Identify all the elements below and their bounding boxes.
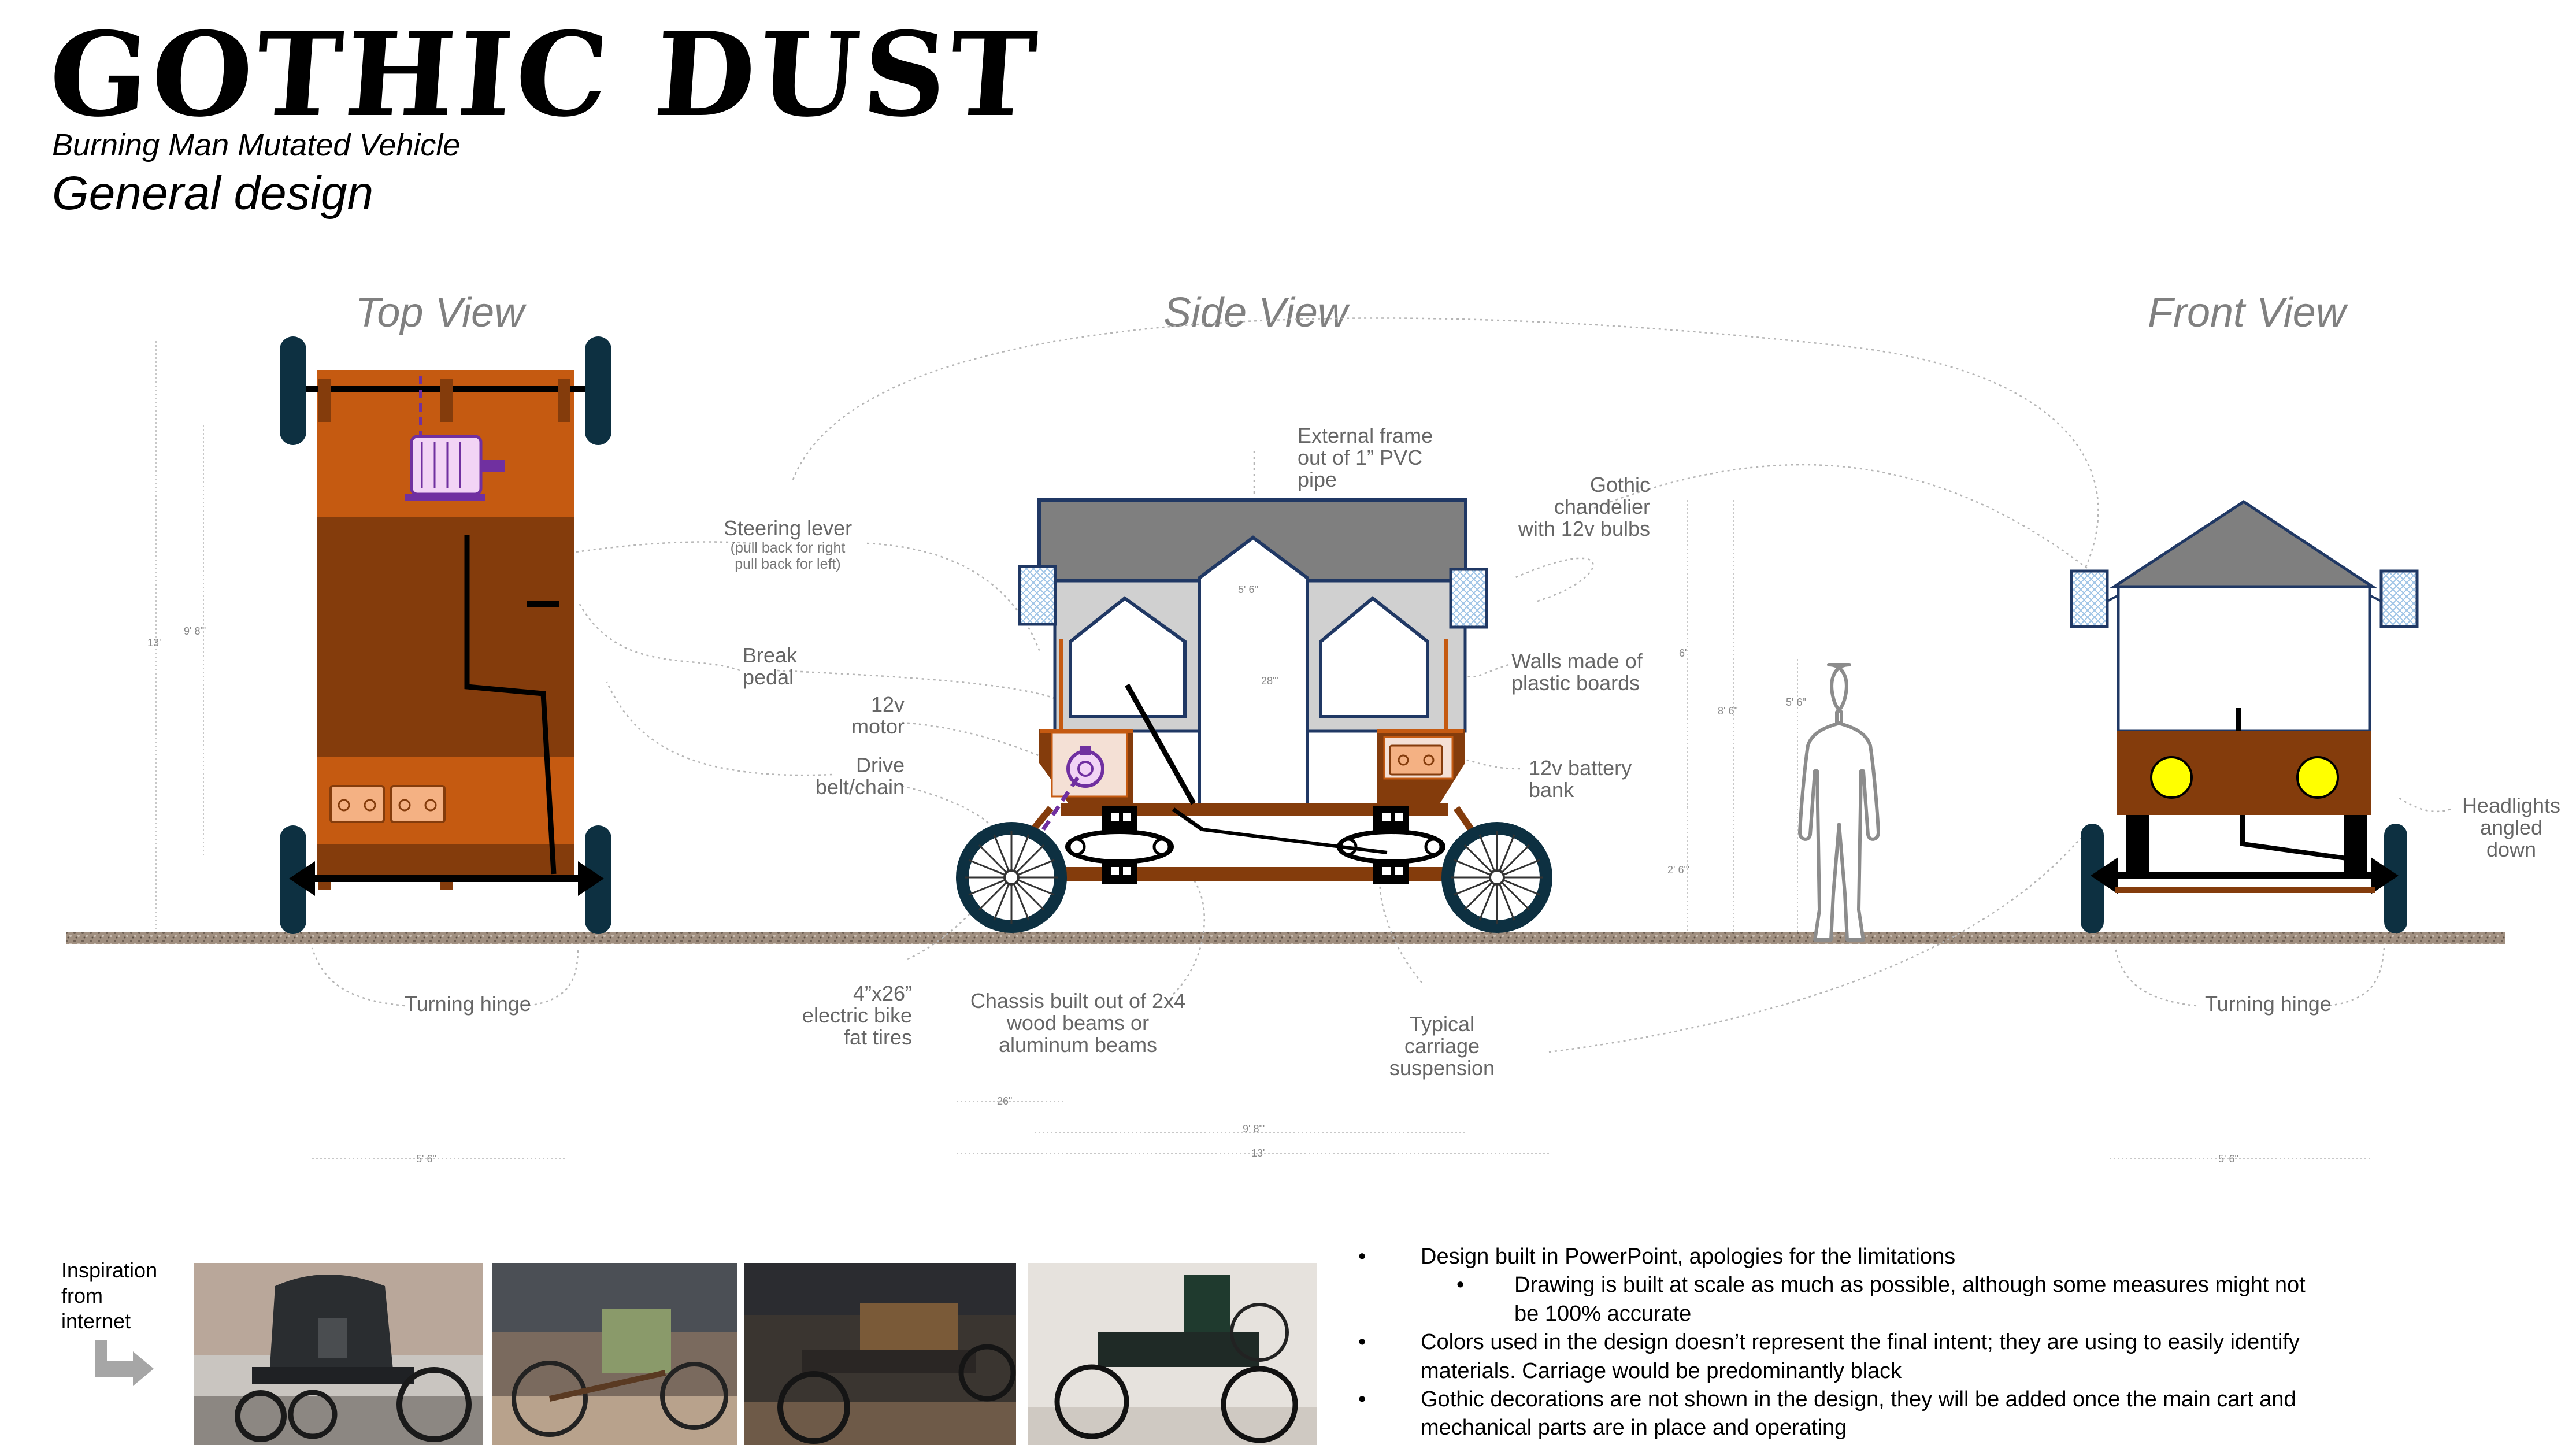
- steering-lever-label: Steering lever: [724, 516, 853, 540]
- dim-front-width: 5' 6": [2218, 1153, 2238, 1165]
- dim-side-length: 13': [1251, 1147, 1265, 1159]
- side-view-title: Side View: [1163, 290, 1348, 336]
- front-view-drawing: [2070, 500, 2419, 933]
- page-subtitle: Burning Man Mutated Vehicle: [52, 128, 461, 162]
- inspiration-photo-antique-car: [744, 1263, 1016, 1445]
- dim-side-upper: 6': [1679, 647, 1687, 659]
- note-item: •Design built in PowerPoint, apologies f…: [1352, 1243, 2335, 1271]
- dim-wheelbase: 9' 8"': [1243, 1123, 1265, 1135]
- battery-icon: [329, 785, 446, 823]
- leader-lines: [311, 317, 2451, 1053]
- dim-side-door: 5' 6": [1238, 584, 1258, 595]
- bullet-icon: •: [1358, 1330, 1366, 1355]
- dim-top-height: 13': [147, 637, 161, 649]
- front-view-title: Front View: [2148, 290, 2346, 336]
- inspiration-photo-hearse: [194, 1263, 483, 1445]
- inspiration-photo-tricycle: [492, 1263, 737, 1445]
- side-front-wheel: [1441, 822, 1552, 933]
- ground-strip: [66, 932, 2505, 944]
- section-title: General design: [52, 167, 374, 220]
- dim-top-inner: 9' 8"': [184, 625, 206, 637]
- top-view-title: Top View: [355, 290, 525, 336]
- electric-motor-icon: [405, 435, 505, 501]
- dim-side-total-height: 8' 6": [1718, 705, 1738, 717]
- note-item: •Colors used in the design doesn’t repre…: [1352, 1328, 2335, 1385]
- arrow-icon: [95, 1340, 154, 1386]
- side-view-drawing: [956, 498, 1552, 933]
- dim-side-lower: 2' 6"': [1667, 864, 1690, 876]
- dim-person: 5' 6": [1786, 696, 1806, 708]
- bullet-icon: •: [1358, 1387, 1366, 1411]
- note-item: •Gothic decorations are not shown in the…: [1352, 1385, 2335, 1443]
- bullet-icon: •: [1358, 1244, 1366, 1269]
- top-view-drawing: [280, 336, 611, 934]
- bullet-icon: •: [1456, 1273, 1465, 1298]
- dim-top-width: 5' 6": [416, 1153, 436, 1165]
- design-notes: •Design built in PowerPoint, apologies f…: [1352, 1243, 2335, 1443]
- note-sub-item: •Drawing is built at scale as much as po…: [1352, 1271, 2335, 1328]
- turning-hinge-top-label: Turning hinge: [405, 992, 531, 1016]
- dim-wheel: 26": [997, 1095, 1013, 1107]
- turning-hinge-front-label: Turning hinge: [2205, 992, 2332, 1016]
- inspiration-photo-quadricycle: [1028, 1263, 1317, 1445]
- dim-side-window: 28"': [1261, 675, 1278, 687]
- dimension-lines: [155, 341, 2370, 1159]
- person-silhouette-icon: [1798, 663, 1880, 942]
- side-battery-icon: [1389, 744, 1443, 776]
- side-rear-wheel: [956, 822, 1067, 933]
